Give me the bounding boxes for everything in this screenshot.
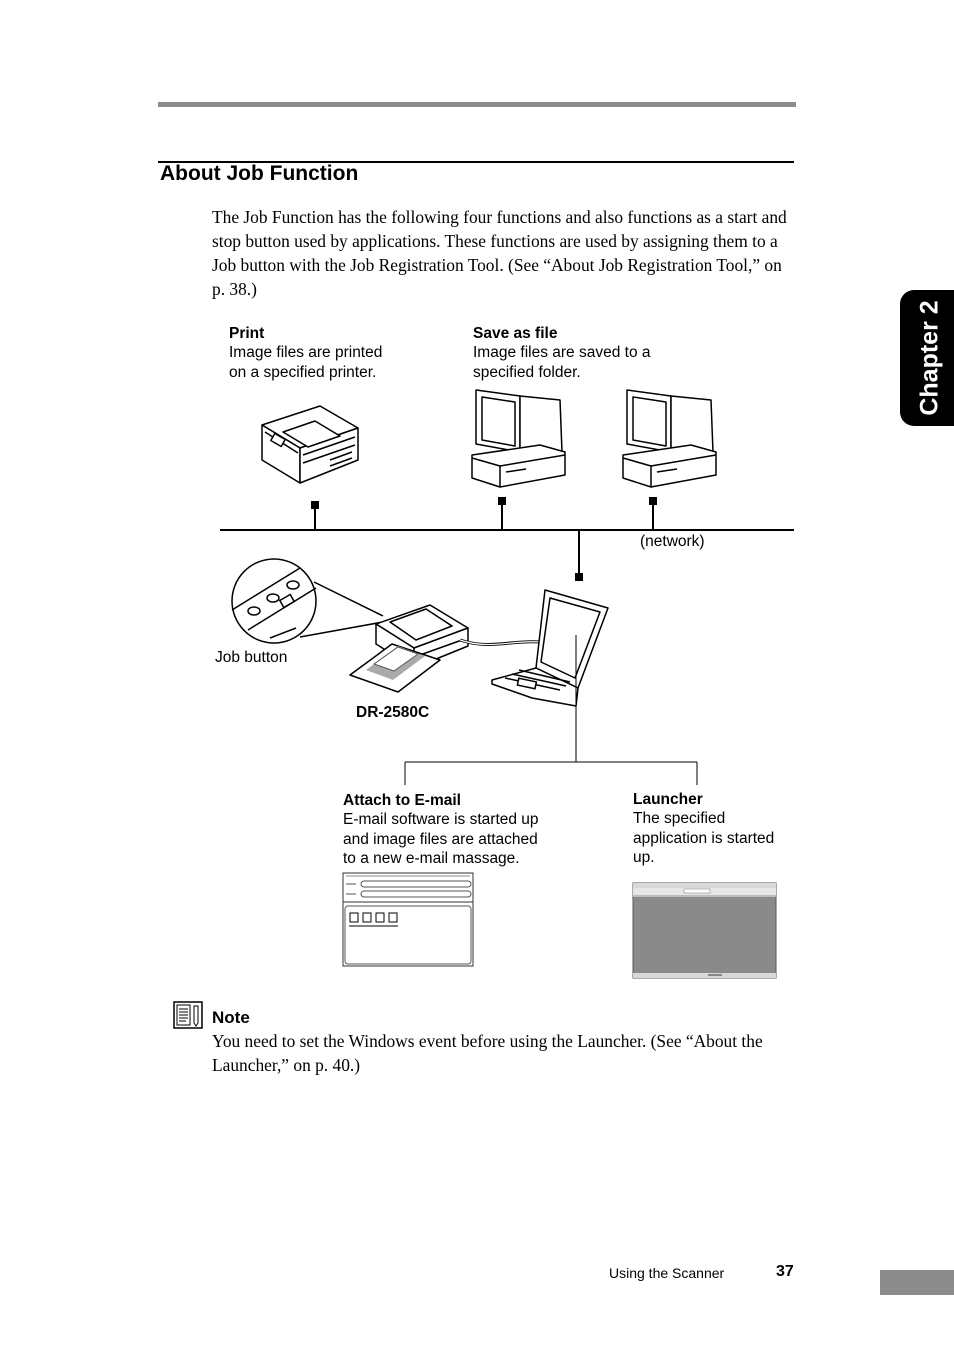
print-desc-line1: Image files are printed bbox=[229, 344, 383, 361]
network-nodes bbox=[311, 497, 657, 581]
network-label: (network) bbox=[640, 533, 705, 550]
launcher-desc-line2: application is started bbox=[633, 829, 775, 847]
function-bracket-lines bbox=[404, 635, 698, 785]
computer-icon-1 bbox=[471, 389, 566, 488]
print-heading: Print bbox=[229, 325, 265, 342]
computer-icon-2 bbox=[622, 389, 717, 488]
email-desc-line2: and image files are attached bbox=[343, 830, 538, 848]
save-as-file-label: Save as file Image files are saved to a … bbox=[473, 324, 651, 382]
email-desc-line1: E-mail software is started up bbox=[343, 811, 539, 828]
save-heading: Save as file bbox=[473, 325, 558, 342]
print-label: Print Image files are printed on a speci… bbox=[229, 324, 382, 382]
header-rule bbox=[158, 102, 796, 107]
title-rule bbox=[158, 161, 794, 163]
network-lines bbox=[220, 502, 794, 577]
launcher-desc-line1: The specified bbox=[633, 810, 726, 827]
laptop-icon bbox=[491, 589, 609, 707]
section-title: About Job Function bbox=[160, 162, 359, 185]
note-icon bbox=[173, 1001, 203, 1029]
chapter-tab: Chapter 2 bbox=[900, 290, 954, 426]
document-output-icon bbox=[349, 643, 441, 693]
email-window-thumbnail bbox=[342, 872, 474, 967]
launcher-window-thumbnail bbox=[632, 882, 777, 979]
launcher-heading: Launcher bbox=[633, 791, 703, 808]
footer-page-number: 37 bbox=[776, 1263, 794, 1280]
email-label: Attach to E-mail E-mail software is star… bbox=[343, 791, 539, 869]
scanner-model-label: DR-2580C bbox=[356, 704, 430, 721]
print-desc-line2: on a specified printer. bbox=[229, 363, 377, 381]
launcher-desc-line3: up. bbox=[633, 849, 655, 866]
footer-section-name: Using the Scanner bbox=[609, 1265, 725, 1281]
save-desc-line1: Image files are saved to a bbox=[473, 344, 651, 361]
job-button-zoom-icon bbox=[231, 558, 384, 644]
job-button-label: Job button bbox=[215, 649, 288, 666]
launcher-label: Launcher The specified application is st… bbox=[633, 790, 774, 868]
email-heading: Attach to E-mail bbox=[343, 792, 461, 809]
intro-paragraph: The Job Function has the following four … bbox=[212, 207, 787, 299]
save-desc-line2: specified folder. bbox=[473, 363, 581, 381]
footer-bar bbox=[880, 1270, 954, 1295]
note-heading: Note bbox=[212, 1008, 250, 1027]
note-text: You need to set the Windows event before… bbox=[212, 1031, 763, 1075]
printer-icon bbox=[261, 405, 359, 484]
email-desc-line3: to a new e-mail massage. bbox=[343, 850, 520, 867]
